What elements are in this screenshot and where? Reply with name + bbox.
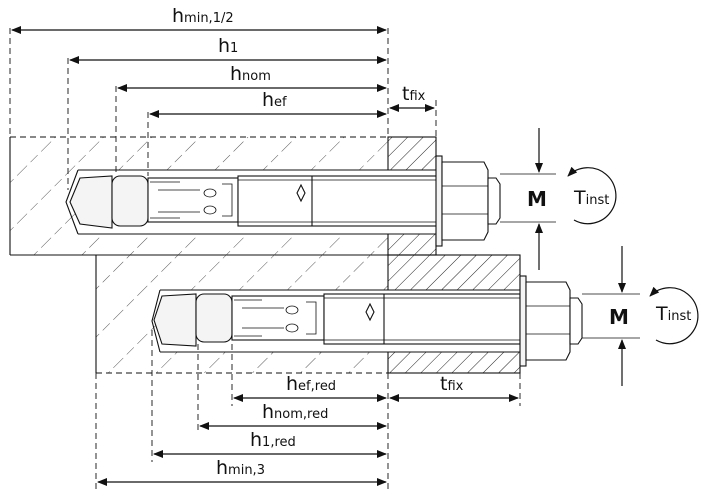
dim-h1-red-label: h1,red [250,429,296,451]
dim-hmin-12-label: hmin,1/2 [172,5,234,27]
lower-thread-size-marker [582,246,640,386]
upper-dimension-lines [9,26,437,190]
upper-tinst-label: Tinst [573,187,609,209]
lower-torque-arrow-icon [649,286,699,345]
lower-m-label: M [609,305,629,329]
upper-torque-arrow-icon [567,166,617,225]
upper-thread-size-marker [500,128,556,270]
dim-hnom-red-label: hnom,red [262,401,328,423]
dim-hef-label: hef [262,89,287,111]
dim-tfix-lower-label: tfix [440,373,464,395]
lower-anchor [153,275,583,367]
dim-hmin-3-label: hmin,3 [216,457,265,479]
dim-hnom-label: hnom [230,63,271,85]
dim-tfix-upper-label: tfix [402,83,426,105]
lower-tinst-label: Tinst [655,303,691,325]
upper-anchor [69,155,501,247]
lower-dimension-lines [95,330,521,490]
dim-hef-red-label: hef,red [286,373,336,395]
dim-h1-label: h1 [218,35,238,57]
upper-m-label: M [527,187,547,211]
